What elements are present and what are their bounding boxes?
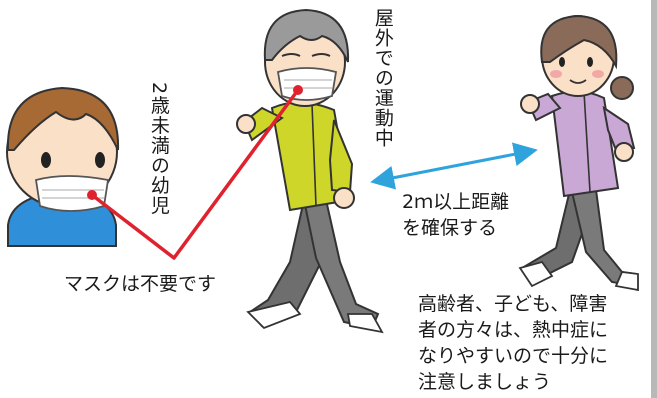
infant-label: 2歳未満の幼児 (147, 82, 170, 216)
no-mask-label: マスクは不要です (64, 273, 217, 295)
caution-line-2: 者の方々は、熱中症に (418, 319, 609, 341)
woman-figure (518, 14, 639, 292)
distance-label-line1: 2ｍ以上距離 (402, 191, 510, 213)
caution-line-3: なりやすいので十分に (418, 345, 609, 367)
elder-figure (236, 8, 384, 334)
scrollbar-edge[interactable] (651, 0, 657, 398)
outdoor-exercise-label: 屋外での運動中 (371, 8, 394, 148)
distance-label-line2: を確保する (402, 217, 498, 239)
child-figure (6, 86, 120, 247)
caution-line-4: 注意しましょう (418, 371, 552, 393)
pointer-line (90, 88, 300, 260)
caution-line-1: 高齢者、子ども、障害 (418, 293, 608, 315)
distance-arrow (370, 142, 538, 190)
